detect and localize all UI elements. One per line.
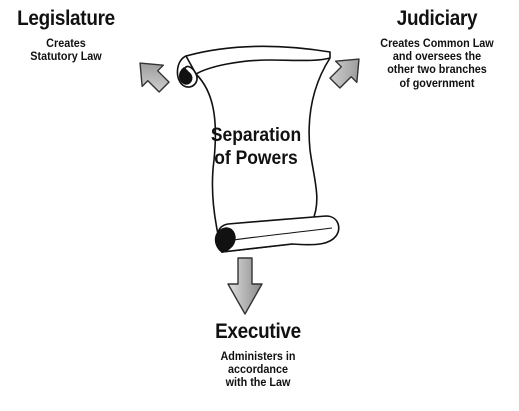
judiciary-description-line: of government xyxy=(399,75,475,90)
executive-branch: Executive Administers in accordance with… xyxy=(168,320,348,390)
scroll-icon xyxy=(176,45,340,253)
executive-title: Executive xyxy=(215,320,301,343)
scroll-title: Separation of Powers xyxy=(201,124,311,170)
legislature-description-line: Statutory Law xyxy=(30,48,102,63)
legislature-title: Legislature xyxy=(17,7,115,30)
judiciary-description: Creates Common Law and oversees the othe… xyxy=(370,35,505,91)
scroll-title-line: of Powers xyxy=(214,148,298,170)
judiciary-title: Judiciary xyxy=(396,7,478,30)
judiciary-description-line: other two branches xyxy=(387,62,487,77)
arrow-down-icon xyxy=(227,257,263,315)
executive-description-line: with the Law xyxy=(225,375,291,390)
judiciary-description-line: Creates Common Law xyxy=(380,35,494,50)
legislature-branch: Legislature Creates Statutory Law xyxy=(6,7,126,63)
arrow-up-left-icon xyxy=(139,62,170,93)
executive-description-line: Administers in xyxy=(220,348,296,363)
judiciary-branch: Judiciary Creates Common Law and oversee… xyxy=(362,7,512,90)
scroll-title-line: Separation xyxy=(210,125,302,146)
legislature-description: Creates Statutory Law xyxy=(12,35,120,64)
arrow-up-right-icon xyxy=(329,58,360,89)
executive-description: Administers in accordance with the Law xyxy=(177,348,339,390)
legislature-description-line: Creates xyxy=(46,35,86,50)
judiciary-description-line: and oversees the xyxy=(392,48,482,63)
executive-description-line: accordance xyxy=(227,361,289,376)
